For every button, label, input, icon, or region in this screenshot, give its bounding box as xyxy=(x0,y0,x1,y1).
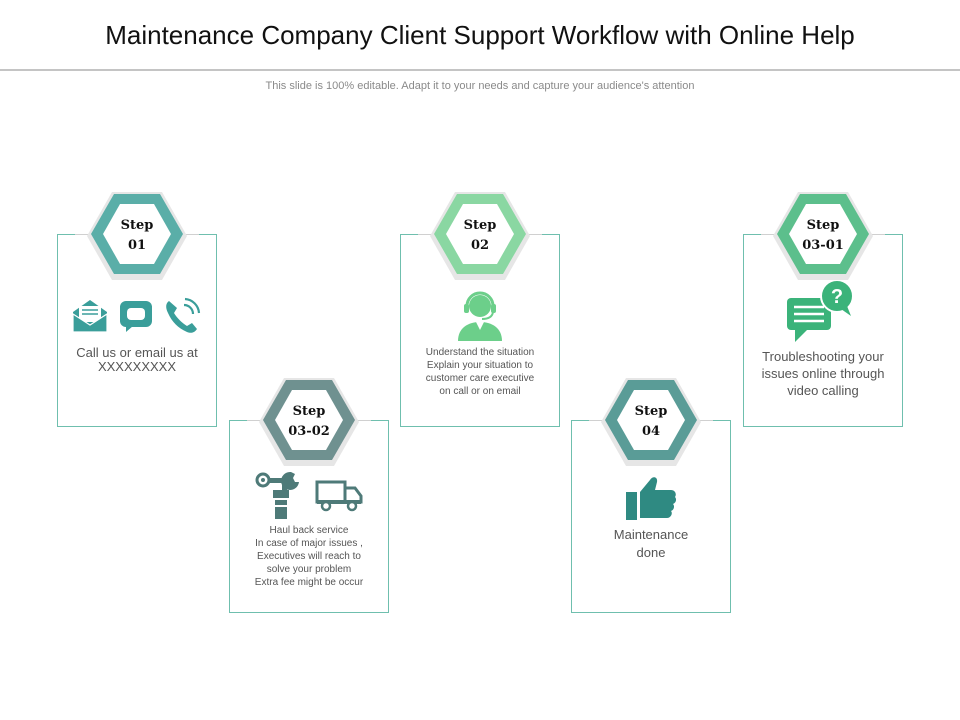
support-agent-icon xyxy=(454,286,506,347)
step-04-badge: Step 04 xyxy=(596,372,706,472)
step-01-badge: Step 01 xyxy=(82,186,192,286)
description-line: done xyxy=(636,545,666,560)
step-icons xyxy=(400,286,560,347)
truck-icon xyxy=(315,478,363,517)
description-line: solve your problem xyxy=(266,564,352,575)
hexagon-shape xyxy=(259,378,359,466)
chat-bubble-icon xyxy=(118,299,154,338)
step-icons xyxy=(571,474,731,527)
envelope-icon xyxy=(70,298,110,339)
step-03-02-badge: Step 03-02 xyxy=(254,372,364,472)
step-icons: ? xyxy=(743,279,903,349)
step-number: 01 xyxy=(127,238,147,253)
page-subtitle: This slide is 100% editable. Adapt it to… xyxy=(265,80,695,92)
step-label: Step xyxy=(806,218,840,233)
step-label: Step xyxy=(463,218,497,233)
hexagon-shape xyxy=(773,192,873,280)
step-number: 03-02 xyxy=(288,424,330,439)
step-number: 02 xyxy=(470,238,490,253)
step-03-01-badge: Step 03-01 xyxy=(768,186,878,286)
description-line: In case of major issues , xyxy=(255,538,363,549)
svg-text:?: ? xyxy=(831,286,843,308)
description-line: Call us or email us at xyxy=(76,345,198,360)
step-03-02-card: Step 03-02 Haul back service In case of m… xyxy=(229,378,389,613)
step-03-01-card: Step 03-01 ? Troubleshooting your issues o… xyxy=(743,192,903,427)
title-divider xyxy=(0,69,960,71)
step-icons xyxy=(229,470,389,525)
question-chat-icon: ? xyxy=(785,279,861,349)
description-line: customer care executive xyxy=(425,373,535,384)
phone-icon xyxy=(162,296,204,341)
description-line: Maintenance xyxy=(613,527,689,542)
description-line: video calling xyxy=(787,383,859,398)
hexagon-shape xyxy=(87,192,187,280)
thumbs-up-icon xyxy=(624,474,678,527)
description-line: XXXXXXXXX xyxy=(97,359,177,374)
description-line: Executives will reach to xyxy=(257,551,361,562)
step-label: Step xyxy=(634,404,668,419)
description-line: Explain your situation to xyxy=(426,360,534,371)
page-title: Maintenance Company Client Support Workf… xyxy=(105,20,855,50)
step-number: 03-01 xyxy=(802,238,844,253)
step-description: Troubleshooting your issues online throug… xyxy=(751,348,895,399)
step-description: Maintenance done xyxy=(579,526,723,562)
step-04-card: Step 04 Maintenance done xyxy=(571,378,731,613)
tools-icon xyxy=(255,470,307,525)
description-line: Understand the situation xyxy=(425,347,535,358)
step-description: Haul back service In case of major issues… xyxy=(237,524,381,589)
step-icons xyxy=(57,296,217,341)
step-number: 04 xyxy=(641,424,661,439)
hexagon-shape xyxy=(430,192,530,280)
description-line: issues online through xyxy=(761,366,885,381)
description-line: on call or on email xyxy=(439,386,521,397)
hexagon-shape xyxy=(601,378,701,466)
description-line: Troubleshooting your xyxy=(762,349,884,364)
step-02-badge: Step 02 xyxy=(425,186,535,286)
step-label: Step xyxy=(120,218,154,233)
description-line: Haul back service xyxy=(269,525,349,536)
description-line: Extra fee might be occur xyxy=(254,577,364,588)
step-label: Step xyxy=(292,404,326,419)
